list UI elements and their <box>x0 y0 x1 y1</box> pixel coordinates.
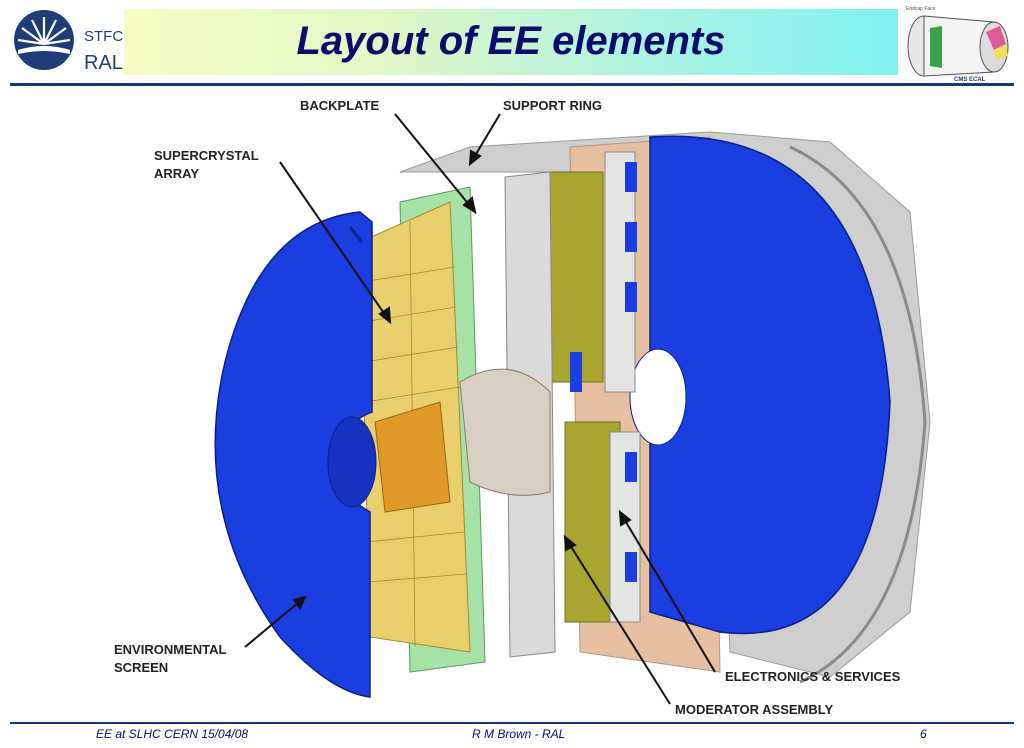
label-moderator: MODERATOR ASSEMBLY <box>675 702 834 717</box>
footer-rule <box>10 722 1014 724</box>
footer-page-number: 6 <box>920 727 927 741</box>
logo-sunburst-icon <box>17 17 71 46</box>
electronics-cards <box>547 151 641 623</box>
callout-arrows <box>244 113 716 705</box>
thumb-top-text: Endcap Face <box>906 6 936 12</box>
thumb-caption: CMS ECAL <box>954 77 986 83</box>
label-support-ring: SUPPORT RING <box>503 98 602 113</box>
inner-crystals <box>374 401 451 513</box>
label-supercrystal-line1: SUPERCRYSTAL <box>154 148 259 163</box>
label-backplate: BACKPLATE <box>300 98 380 113</box>
cms-ecal-thumbnail: Endcap Face CMS ECAL <box>902 4 1018 84</box>
label-environmental-line1: ENVIRONMENTAL <box>114 642 226 657</box>
footer-author: R M Brown - RAL <box>472 727 566 741</box>
header-rule <box>10 83 1014 86</box>
logo-ral-text: RAL <box>84 52 123 74</box>
right-environmental-screen <box>649 135 891 635</box>
label-environmental-line2: SCREEN <box>114 660 168 675</box>
label-electronics: ELECTRONICS & SERVICES <box>725 669 901 684</box>
title-band: Layout of EE elements <box>124 9 898 75</box>
label-supercrystal-line2: ARRAY <box>154 166 199 181</box>
footer-event: EE at SLHC CERN 15/04/08 <box>96 727 249 741</box>
stfc-logo <box>14 10 74 70</box>
ee-layout-diagram: BACKPLATE SUPPORT RING SUPERCRYSTAL ARRA… <box>110 92 946 718</box>
logo-stfc-text: STFC <box>84 28 124 45</box>
page-title: Layout of EE elements <box>296 19 726 63</box>
